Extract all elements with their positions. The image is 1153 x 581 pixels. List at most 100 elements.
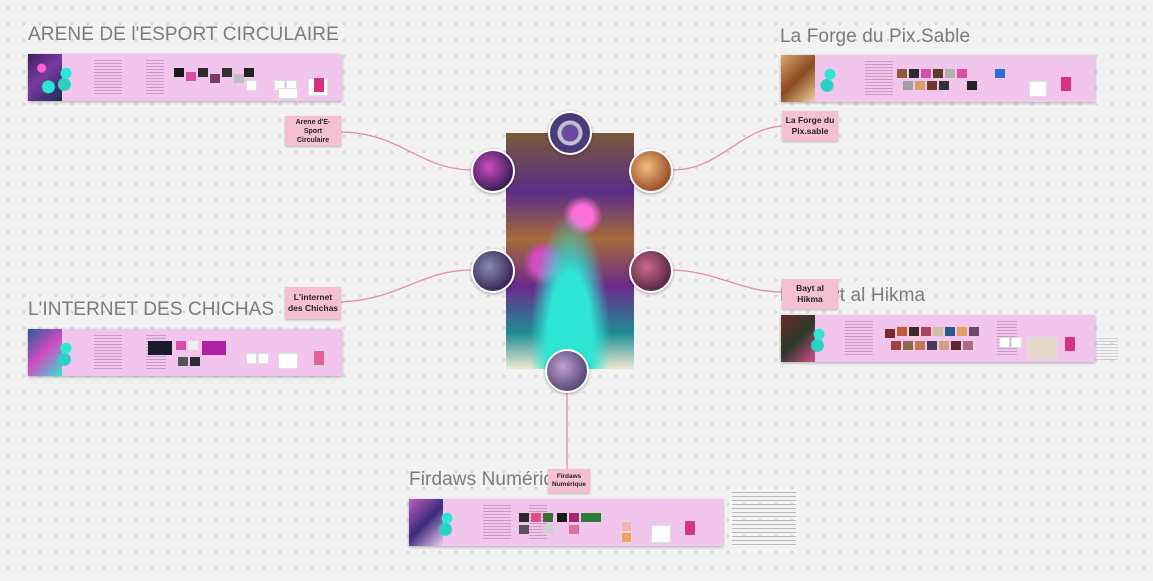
board-photo xyxy=(951,341,961,350)
board-pink-card xyxy=(1061,77,1071,91)
connector-forge xyxy=(672,125,784,171)
board-photo xyxy=(909,327,919,336)
board-photo xyxy=(933,69,943,78)
board-photo xyxy=(927,341,937,350)
sticky-note-hikma[interactable]: Bayt al Hikma xyxy=(782,279,838,309)
board-blob-art xyxy=(811,323,827,355)
board-card xyxy=(278,88,298,99)
board-photo xyxy=(176,341,186,350)
board-photo xyxy=(148,341,172,355)
board-photo xyxy=(969,327,979,336)
board-card xyxy=(1027,337,1057,359)
connector-hikma xyxy=(672,269,784,293)
board-pink-card xyxy=(314,351,324,365)
board-card xyxy=(1029,81,1047,97)
board-text-column xyxy=(529,505,547,541)
board-photo xyxy=(178,357,188,366)
board-photo xyxy=(198,68,208,77)
board-title-chichas[interactable]: L'INTERNET DES CHICHAS xyxy=(28,299,275,320)
board-title-firdaws[interactable]: Firdaws Numérique xyxy=(409,469,576,490)
connector-chichas xyxy=(339,269,473,303)
side-notes-text xyxy=(732,492,796,546)
board-arene[interactable] xyxy=(28,54,342,101)
mind-map-node-image[interactable] xyxy=(629,149,673,193)
board-photo xyxy=(188,341,198,350)
board-photo xyxy=(210,74,220,83)
board-photo xyxy=(891,341,901,350)
board-photo xyxy=(921,327,931,336)
board-card xyxy=(651,525,671,543)
board-photo xyxy=(581,513,601,522)
board-photo xyxy=(244,68,254,77)
board-photo xyxy=(897,69,907,78)
board-photo xyxy=(921,69,931,78)
board-photo xyxy=(543,513,553,522)
board-photo xyxy=(543,525,553,534)
board-title-forge[interactable]: La Forge du Pix.Sable xyxy=(780,26,971,47)
mind-map-node-image[interactable] xyxy=(548,111,592,155)
mind-map-node-image[interactable] xyxy=(471,149,515,193)
board-photo xyxy=(519,513,529,522)
board-photo xyxy=(909,69,919,78)
sticky-note-forge[interactable]: La Forge du Pix.sable xyxy=(782,111,838,141)
sticky-note-firdaws[interactable]: Firdaws Numérique xyxy=(548,469,590,493)
board-photo xyxy=(519,525,529,534)
board-firdaws[interactable] xyxy=(409,499,723,546)
board-title-arene[interactable]: ARENE DE l'ESPORT CIRCULAIRE xyxy=(28,24,339,45)
board-text-column xyxy=(845,321,873,357)
board-text-column xyxy=(483,505,511,541)
board-thumbnail-art xyxy=(28,329,62,376)
board-photo xyxy=(995,69,1005,78)
board-text-column xyxy=(865,61,893,97)
board-photo xyxy=(945,327,955,336)
side-mini-list xyxy=(1096,338,1118,360)
board-card xyxy=(258,353,269,364)
board-thumbnail-art xyxy=(409,499,443,546)
board-photo xyxy=(174,68,184,77)
board-card xyxy=(278,353,298,369)
sticky-note-chichas[interactable]: L'internet des Chichas xyxy=(285,287,341,319)
board-photo xyxy=(531,513,541,522)
board-card xyxy=(246,353,257,364)
board-card xyxy=(246,80,257,91)
board-photo xyxy=(186,72,196,81)
board-photo xyxy=(569,525,579,534)
board-text-column xyxy=(94,335,122,371)
mind-map-node-image[interactable] xyxy=(471,249,515,293)
board-card xyxy=(1011,337,1022,348)
board-photo xyxy=(222,68,232,77)
mind-map-node-image[interactable] xyxy=(545,349,589,393)
board-photo xyxy=(945,69,955,78)
board-text-column xyxy=(94,60,122,96)
board-photo xyxy=(939,81,949,90)
board-text-column xyxy=(146,60,164,96)
board-hikma[interactable] xyxy=(781,315,1095,362)
board-thumbnail-art xyxy=(781,55,815,102)
board-blob-art xyxy=(58,62,74,94)
connector-arene xyxy=(339,131,473,171)
board-photo xyxy=(963,341,973,350)
board-photo xyxy=(190,357,200,366)
sticky-note-arene[interactable]: Arene d'E-Sport Circulaire xyxy=(285,116,341,146)
mind-map-node-image[interactable] xyxy=(629,249,673,293)
board-photo xyxy=(967,81,977,90)
board-pink-card xyxy=(685,521,695,535)
board-card xyxy=(999,337,1010,348)
board-photo xyxy=(569,513,579,522)
board-card xyxy=(621,521,632,532)
board-blob-art xyxy=(439,507,455,539)
board-photo xyxy=(915,341,925,350)
board-photo xyxy=(234,74,244,83)
board-photo xyxy=(939,341,949,350)
board-photo xyxy=(903,81,913,90)
board-photo xyxy=(957,69,967,78)
board-forge[interactable] xyxy=(781,55,1095,102)
center-collage-image[interactable] xyxy=(506,133,634,369)
board-photo xyxy=(885,329,895,338)
board-chichas[interactable] xyxy=(28,329,342,376)
board-photo xyxy=(557,513,567,522)
board-blob-art xyxy=(815,63,845,95)
board-photo xyxy=(957,327,967,336)
board-photo xyxy=(202,341,226,355)
board-photo xyxy=(927,81,937,90)
